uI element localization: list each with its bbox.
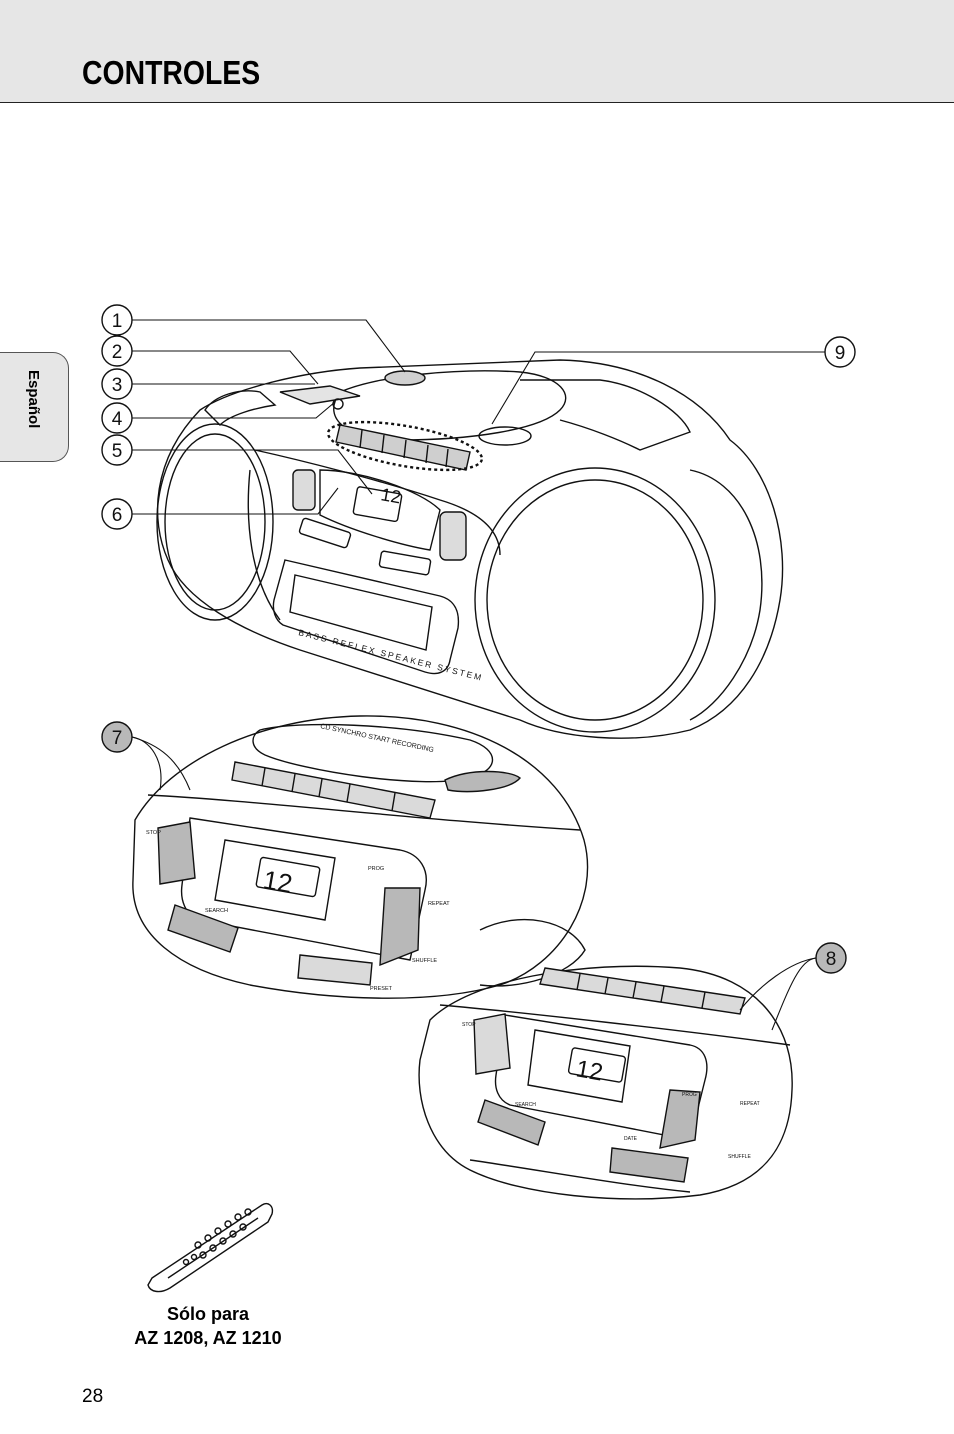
detail-view-7: CD SYNCHRO START RECORDING 12 STOP SEARC… <box>132 715 589 999</box>
detail-8-shuffle-label: SHUFFLE <box>728 1154 751 1160</box>
remote-caption-line-1: Sólo para <box>166 1304 250 1324</box>
callout-8-label: 8 <box>826 949 837 970</box>
callout-2-marker <box>101 335 133 367</box>
callout-7-label: 7 <box>112 728 123 749</box>
callout-4-marker <box>101 402 133 434</box>
detail-8-date-label: DATE <box>624 1136 638 1142</box>
callout-6-label: 6 <box>112 505 123 526</box>
detail-8-prog-label: PROG <box>682 1092 697 1098</box>
detail-8-display-digits: 12 <box>574 1055 605 1086</box>
detail-7-shuffle-label: SHUFFLE <box>412 958 437 964</box>
detail-7-preset-label: PRESET <box>370 986 393 992</box>
callout-5-label: 5 <box>112 441 123 462</box>
detail-8-stop-label: STOP <box>462 1022 476 1028</box>
callout-5-marker <box>101 434 133 466</box>
callout-6-marker <box>101 498 133 530</box>
detail-7-prog-label: PROG <box>368 866 384 872</box>
detail-7-stop-label: STOP <box>146 830 161 836</box>
remote-control <box>147 1202 274 1293</box>
detail-7-repeat-label: REPEAT <box>428 901 450 907</box>
detail-8-repeat-label: REPEAT <box>740 1101 760 1107</box>
callout-9-marker <box>824 336 856 368</box>
language-tab <box>0 352 69 462</box>
boombox-body <box>156 359 784 739</box>
cd-lid-label-detail-7: CD SYNCHRO START RECORDING <box>320 723 435 754</box>
detail-8-search-label: SEARCH <box>515 1102 536 1108</box>
callout-9-label: 9 <box>835 343 846 364</box>
page-number: 28 <box>82 1386 104 1407</box>
callout-4-label: 4 <box>112 409 123 430</box>
callout-1-marker <box>101 304 133 336</box>
page-header-band <box>0 0 954 103</box>
remote-caption: Sólo para AZ 1208, AZ 1210 <box>118 1302 298 1350</box>
callout-3-marker <box>101 368 133 400</box>
detail-7-display-digits: 12 <box>261 864 295 899</box>
callout-markers <box>101 304 856 974</box>
page-title: CONTROLES <box>82 54 261 91</box>
callout-leaders <box>131 319 825 1031</box>
detail-7-search-label: SEARCH <box>205 908 228 914</box>
detail-view-8: 12 STOP SEARCH PROG REPEAT DATE SHUFFLE <box>418 965 793 1200</box>
callout-7-marker <box>101 721 133 753</box>
callout-8-marker <box>815 942 847 974</box>
remote-caption-line-2: AZ 1208, AZ 1210 <box>134 1328 282 1348</box>
callout-1-label: 1 <box>112 311 123 332</box>
callout-2-label: 2 <box>112 342 123 363</box>
main-display-digits: 12 <box>379 484 402 507</box>
callout-3-label: 3 <box>112 375 123 396</box>
